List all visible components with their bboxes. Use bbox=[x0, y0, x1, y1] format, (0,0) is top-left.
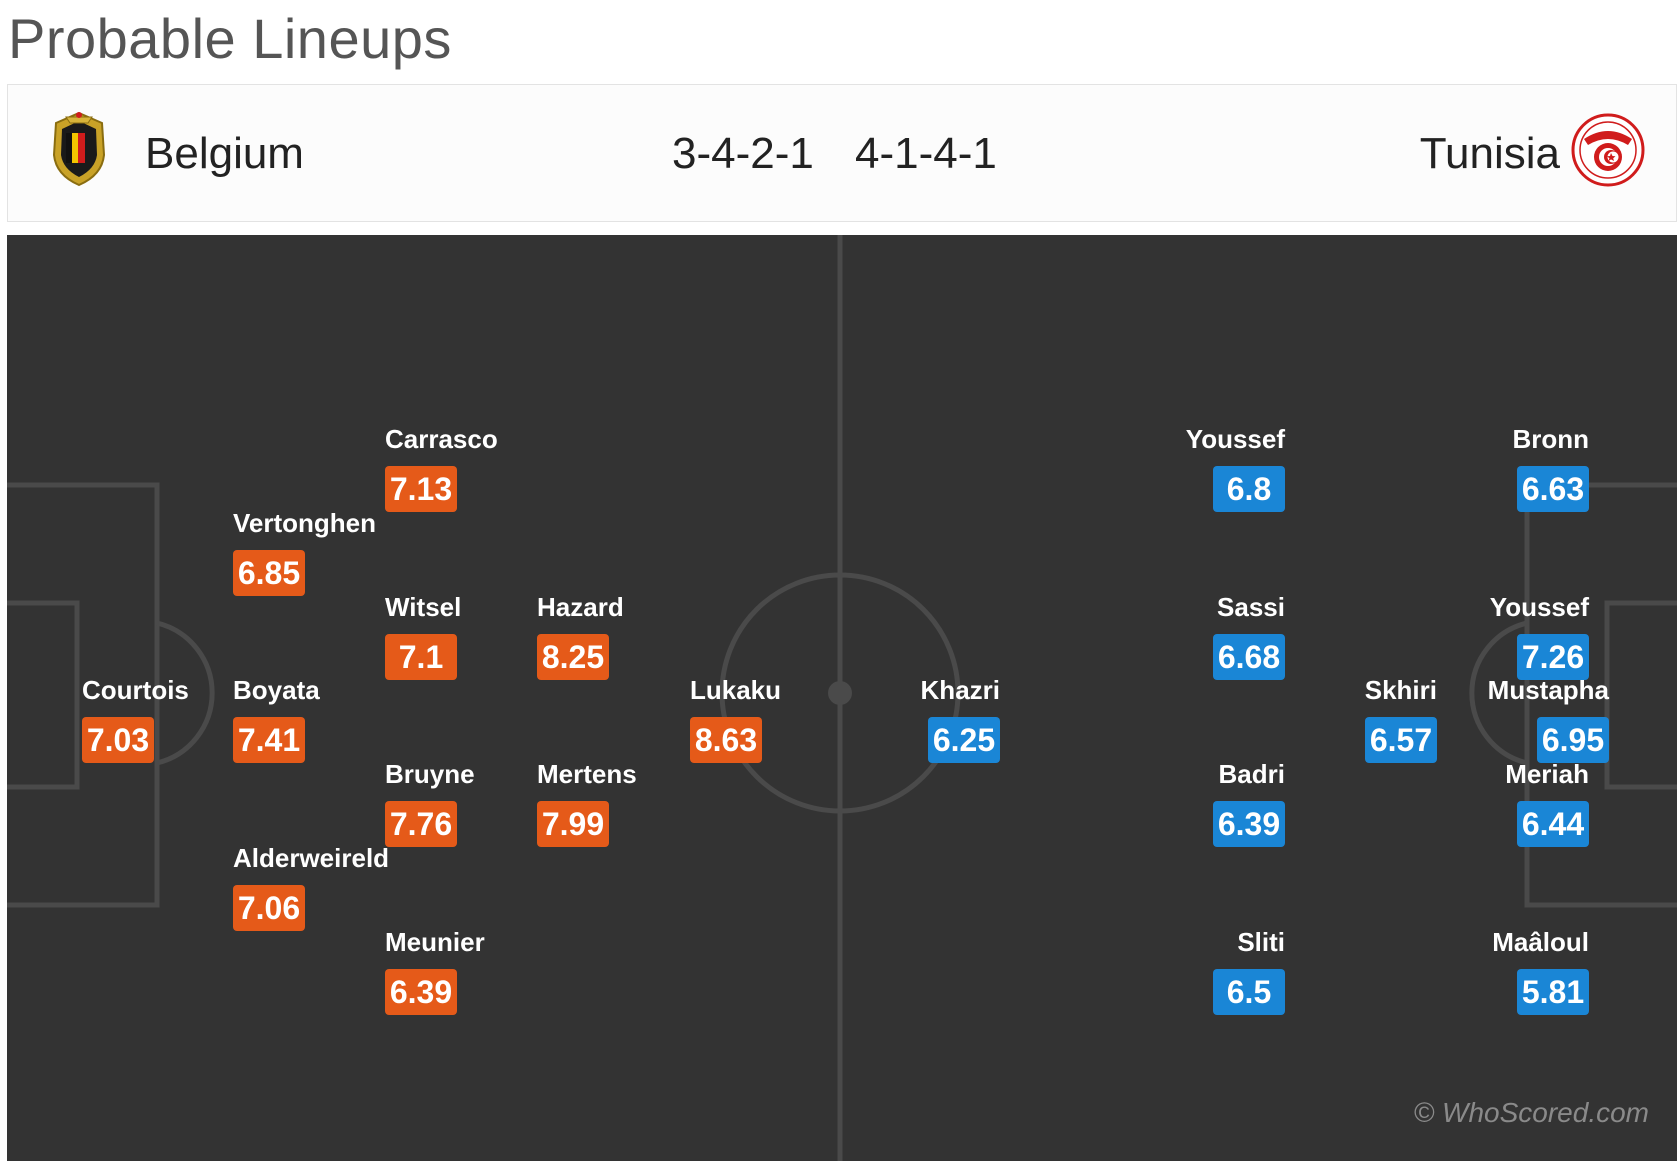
player-name: Meriah bbox=[1505, 759, 1589, 789]
player-name: Witsel bbox=[385, 592, 462, 622]
player-name: Boyata bbox=[233, 675, 320, 705]
player-name: Alderweireld bbox=[233, 843, 390, 873]
player-rating: 6.68 bbox=[1213, 634, 1285, 680]
belgium-crest-icon bbox=[52, 111, 106, 187]
player-name: Bruyne bbox=[385, 759, 475, 789]
player-name: Sliti bbox=[1237, 927, 1285, 957]
player-rating: 6.57 bbox=[1365, 717, 1437, 763]
player-name: Vertonghen bbox=[233, 508, 377, 538]
player-name: Bronn bbox=[1512, 424, 1589, 454]
player-rating: 7.26 bbox=[1517, 634, 1589, 680]
player-rating: 7.06 bbox=[233, 885, 305, 931]
player-name: Mertens bbox=[537, 759, 637, 789]
player-name: Maâloul bbox=[1492, 927, 1589, 957]
player-rating: 7.03 bbox=[82, 717, 154, 763]
player-rating: 6.44 bbox=[1517, 801, 1589, 847]
player-rating: 7.41 bbox=[233, 717, 305, 763]
player-rating: 7.13 bbox=[385, 466, 457, 512]
player-name: Mustapha bbox=[1487, 675, 1609, 705]
player-rating: 5.81 bbox=[1517, 969, 1589, 1015]
player-rating: 6.95 bbox=[1537, 717, 1609, 763]
home-formation: 3-4-2-1 bbox=[672, 129, 814, 178]
player-name: Carrasco bbox=[385, 424, 498, 454]
player-rating: 6.85 bbox=[233, 550, 305, 596]
home-team-name[interactable]: Belgium bbox=[145, 129, 304, 178]
player-name: Khazri bbox=[920, 675, 1000, 705]
player-name: Meunier bbox=[385, 927, 485, 957]
player-name: Badri bbox=[1218, 759, 1285, 789]
player-rating: 6.63 bbox=[1517, 466, 1589, 512]
tunisia-crest-icon bbox=[1571, 113, 1645, 187]
player-rating: 6.8 bbox=[1213, 466, 1285, 512]
player-rating: 7.99 bbox=[537, 801, 609, 847]
player-rating: 7.76 bbox=[385, 801, 457, 847]
page-title: Probable Lineups bbox=[8, 7, 452, 70]
player-rating: 6.5 bbox=[1213, 969, 1285, 1015]
player-rating: 6.39 bbox=[385, 969, 457, 1015]
player-name: Skhiri bbox=[1364, 675, 1437, 705]
pitch-lines bbox=[7, 235, 1677, 1161]
player-name: Lukaku bbox=[690, 675, 782, 705]
lineup-header: Belgium 3-4-2-1 4-1-4-1 Tunisia bbox=[7, 84, 1677, 222]
player-name: Youssef bbox=[1185, 424, 1285, 454]
away-formation: 4-1-4-1 bbox=[855, 129, 997, 178]
player-name: Hazard bbox=[537, 592, 624, 622]
player-rating: 8.25 bbox=[537, 634, 609, 680]
pitch: Courtois 7.03 Vertonghen 6.85 Boyata 7.4… bbox=[7, 235, 1677, 1161]
player-name: Courtois bbox=[82, 675, 189, 705]
player-rating: 8.63 bbox=[690, 717, 762, 763]
player-rating: 6.25 bbox=[928, 717, 1000, 763]
player-rating: 6.39 bbox=[1213, 801, 1285, 847]
away-team-name[interactable]: Tunisia bbox=[1419, 129, 1560, 178]
player-rating: 7.1 bbox=[385, 634, 457, 680]
player-name: Youssef bbox=[1489, 592, 1589, 622]
player-name: Sassi bbox=[1217, 592, 1285, 622]
watermark: © WhoScored.com bbox=[1413, 1097, 1649, 1128]
